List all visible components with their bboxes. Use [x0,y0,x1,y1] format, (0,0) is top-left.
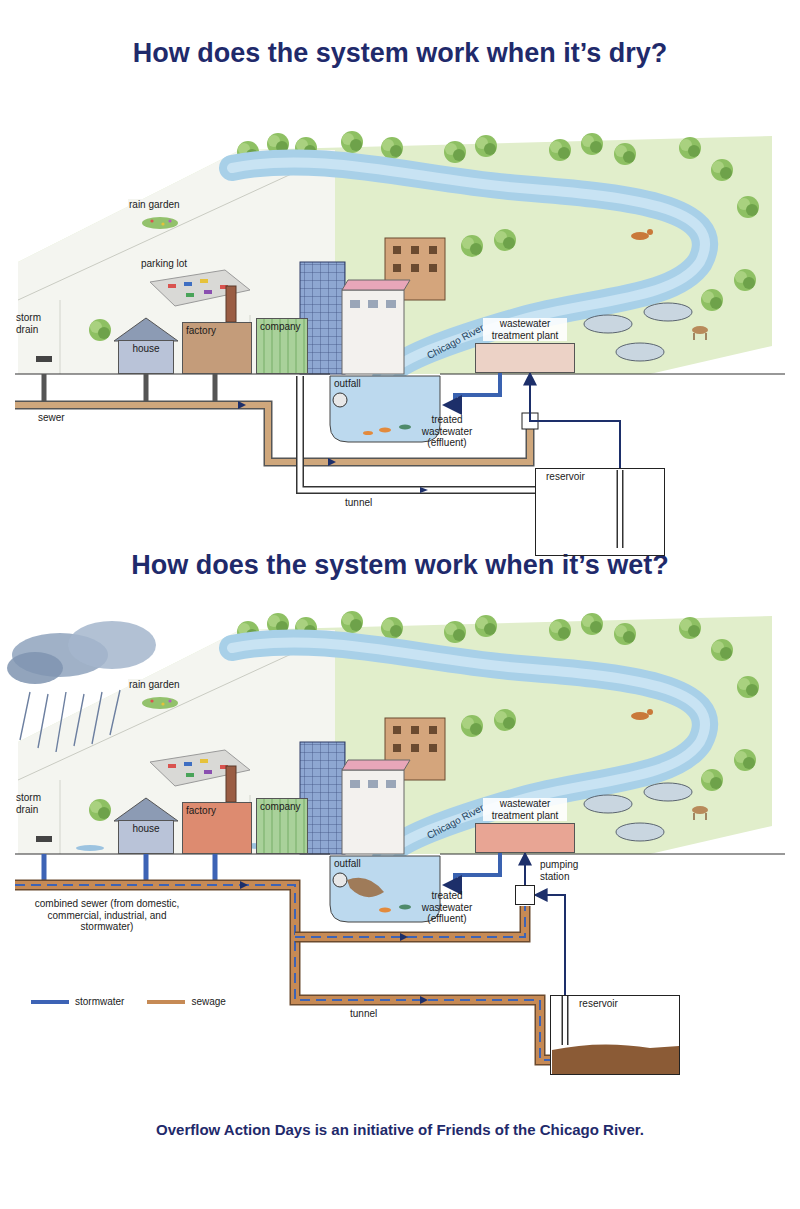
node-label: factory [183,323,251,337]
node-label: wastewater treatment plant [483,798,567,821]
legend-text: sewage [191,996,225,1007]
reservoir-box: reservoir [550,995,680,1075]
node-label: company [257,319,307,333]
part-label: rain garden [128,199,181,211]
factory-building: factory [182,802,252,854]
node-label: reservoir [536,469,664,483]
heading: How does the system work when it’s wet? [0,550,800,581]
part-label: treated wastewater (effluent) [414,414,480,449]
part-label: outfall [334,858,361,870]
house-building: house [118,820,174,854]
pumping-station: pumping station [515,885,535,905]
node-label: pumping station [540,859,592,882]
company-building: company [256,318,308,374]
caption: Overflow Action Days is an initiative of… [0,1121,800,1139]
part-label: rain garden [128,679,181,691]
legend-text: stormwater [75,996,124,1007]
part-label: tunnel [345,497,372,509]
node-label: wastewater treatment plant [483,318,567,341]
part-label: sewer [38,412,65,424]
reservoir-box: reservoir [535,468,665,556]
node-label: house [119,341,173,355]
part-label: storm drain [16,792,58,815]
part-label: storm drain [16,312,58,335]
pipe-connector [524,853,526,885]
part-label: parking lot [140,258,188,270]
heading: How does the system work when it’s dry? [0,38,800,69]
legend: stormwater sewage [30,996,226,1007]
node-label: company [257,799,307,813]
house-building: house [118,340,174,374]
treatment-plant: wastewater treatment plant [475,823,575,853]
legend-line [146,997,186,1007]
node-label: reservoir [551,996,679,1010]
part-label: outfall [334,378,361,390]
pipe-connector [530,373,620,468]
treatment-plant: wastewater treatment plant [475,343,575,373]
factory-building: factory [182,322,252,374]
part-label: treated wastewater (effluent) [414,890,480,925]
legend-line [30,997,70,1007]
node-label: house [119,821,173,835]
pipe-connector [535,895,565,995]
company-building: company [256,798,308,854]
part-label: combined sewer (from domestic, commercia… [22,898,192,933]
node-label: factory [183,803,251,817]
part-label: tunnel [350,1008,377,1020]
